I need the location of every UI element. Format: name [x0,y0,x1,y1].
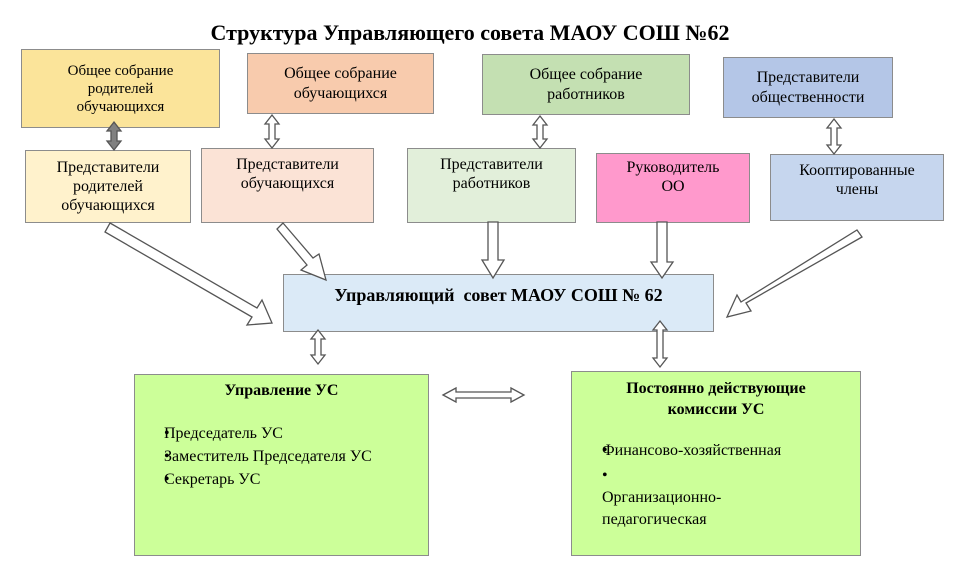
coopted-members-box: Кооптированные члены [770,154,944,221]
staff-representatives-box: Представители работников [407,148,576,223]
double-arrow-public [825,117,843,156]
double-arrow-staff [531,114,549,150]
diagonal-arrow-students [276,222,327,282]
horizontal-double-arrow [441,386,526,404]
governing-council-label: Управляющий совет МАОУ СОШ № 62 [334,285,663,305]
school-head-box: Руководитель ОО [596,153,750,223]
governing-council-box: Управляющий совет МАОУ СОШ № 62 [283,274,714,332]
double-arrow-management [309,328,327,366]
council-management-title: Управление УС [224,382,339,399]
parents-general-meeting-box: Общее собрание родителей обучающихся [21,49,220,128]
public-representatives-label: Представители общественности [751,69,865,106]
staff-representatives-label: Представители работников [440,156,543,193]
list-item: Председатель УС [155,422,428,445]
coopted-members-label: Кооптированные члены [799,162,915,199]
double-arrow-students [263,113,281,150]
diagonal-arrow-parents [104,222,273,326]
list-item: Заместитель Председателя УС [155,445,428,468]
staff-general-meeting-box: Общее собрание работников [482,54,690,115]
parents-general-meeting-label: Общее собрание родителей обучающихся [67,62,174,115]
standing-commissions-box: Постоянно действующие комиссии УС Финанс… [571,371,861,556]
students-general-meeting-box: Общее собрание обучающихся [247,53,434,114]
standing-commissions-list: Финансово-хозяйственная Организационно- … [582,440,860,553]
parents-representatives-label: Представители родителей обучающихся [56,158,160,215]
diagonal-arrow-coopted [725,229,863,318]
council-management-list: Председатель УС Заместитель Председателя… [155,422,428,491]
parents-representatives-box: Представители родителей обучающихся [25,150,191,223]
list-item: Финансово-хозяйственная [582,440,860,462]
public-representatives-box: Представители общественности [723,57,893,118]
standing-commissions-title: Постоянно действующие комиссии УС [626,380,806,418]
school-head-label: Руководитель ОО [626,159,720,196]
council-management-box: Управление УС Председатель УС Заместител… [134,374,429,556]
list-item: Секретарь УС [155,468,428,491]
students-representatives-box: Представители обучающихся [201,148,374,223]
students-representatives-label: Представители обучающихся [236,156,339,193]
down-arrow-head [649,221,675,280]
diagram-title: Структура Управляющего совета МАОУ СОШ №… [210,20,730,45]
students-general-meeting-label: Общее собрание обучающихся [284,65,397,102]
down-arrow-staff [480,221,506,280]
staff-general-meeting-label: Общее собрание работников [529,66,643,103]
list-item: Организационно- педагогическая [582,465,860,553]
